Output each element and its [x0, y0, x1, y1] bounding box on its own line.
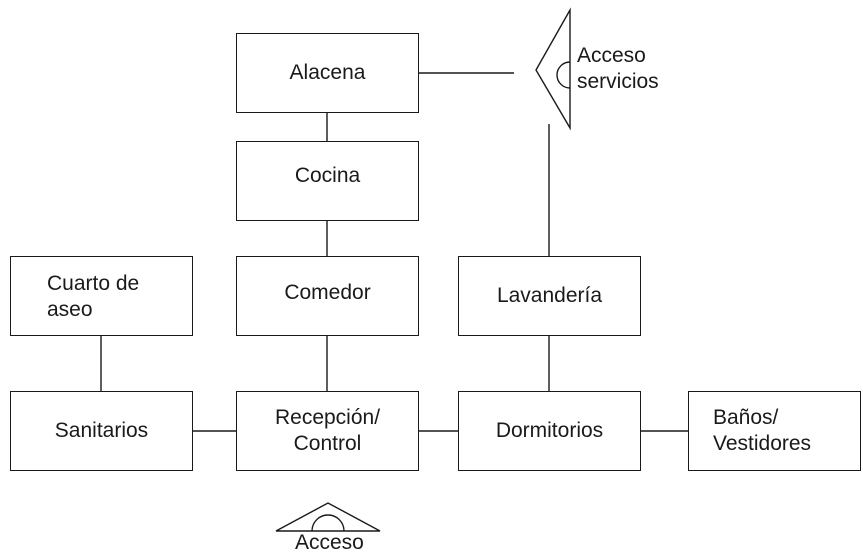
- alacena-label: Alacena: [289, 60, 366, 84]
- cuarto-de-aseo-box: Cuarto de aseo: [10, 256, 193, 336]
- cocina-label: Cocina: [294, 164, 361, 187]
- acceso-label: Acceso: [295, 531, 364, 554]
- acceso-servicios-label: Acceso servicios: [577, 44, 659, 94]
- alacena-box: Alacena: [236, 33, 419, 113]
- acceso-servicios-arrow-icon: [535, 7, 571, 131]
- cocina-box: Cocina: [236, 141, 419, 221]
- acceso-arrow-icon: [275, 502, 381, 532]
- lavanderia-box: Lavandería: [458, 256, 641, 336]
- dormitorios-box: Dormitorios: [458, 391, 641, 471]
- banos-vestidores-box: Baños/ Vestidores: [688, 391, 861, 471]
- sanitarios-label: Sanitarios: [54, 418, 149, 442]
- comedor-box: Comedor: [236, 256, 419, 336]
- recepcion-control-label: Recepción/ Control: [274, 405, 381, 455]
- sanitarios-box: Sanitarios: [10, 391, 193, 471]
- dormitorios-label: Dormitorios: [495, 418, 604, 442]
- banos-vestidores-label: Baños/ Vestidores: [713, 405, 812, 455]
- recepcion-control-box: Recepción/ Control: [236, 391, 419, 471]
- lavanderia-label: Lavandería: [496, 283, 603, 307]
- cuarto-de-aseo-label: Cuarto de aseo: [47, 272, 140, 322]
- comedor-label: Comedor: [284, 281, 371, 304]
